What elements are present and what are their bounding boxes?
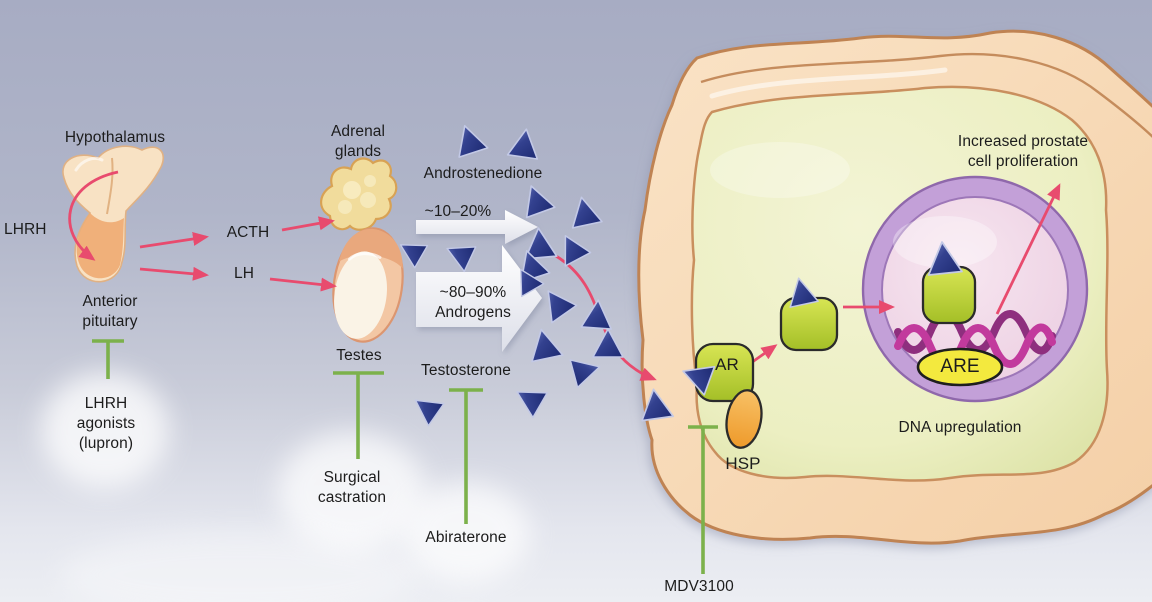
testes-flow-arrow bbox=[416, 245, 542, 352]
are-label: ARE bbox=[940, 356, 980, 377]
androgen-triangle bbox=[927, 241, 963, 276]
androgen-triangle bbox=[789, 277, 819, 308]
androgen-triangle bbox=[682, 365, 716, 396]
androgen-triangle bbox=[399, 244, 429, 269]
androgen-triangle bbox=[414, 399, 445, 427]
proliferation-label: Increased prostate cell proliferation bbox=[957, 133, 1089, 171]
proliferation-arrow bbox=[995, 183, 1061, 315]
androgens-text: Androgens bbox=[435, 304, 511, 322]
lhrh-label: LHRH bbox=[4, 221, 47, 238]
lupron-inhibitor-line bbox=[92, 339, 124, 379]
testes-pct-text: ~80–90% bbox=[439, 284, 507, 301]
androgens-pct-label: ~80–90% Androgens bbox=[421, 283, 525, 323]
hypothalamus-label: Hypothalamus bbox=[64, 129, 166, 146]
androgen-triangle bbox=[547, 290, 578, 324]
testis-organ bbox=[332, 227, 404, 343]
testosterone-label: Testosterone bbox=[421, 362, 511, 379]
androgen-triangle bbox=[516, 391, 548, 419]
adrenal-glands-label: Adrenal glands bbox=[330, 123, 386, 161]
membrane-fold bbox=[700, 53, 1152, 138]
mdv3100-inhibitor-line bbox=[688, 425, 718, 574]
androgen-triangle bbox=[531, 328, 564, 363]
pituitary-lh-arrow bbox=[139, 266, 209, 281]
adrenal-pct-label: ~10–20% bbox=[424, 203, 492, 220]
androgen-triangle bbox=[458, 125, 489, 158]
androgen-triangle bbox=[564, 234, 592, 267]
surgical-castration-label: Surgical castration bbox=[317, 469, 387, 507]
abiraterone-inhibitor-line bbox=[449, 388, 483, 524]
ar-label: AR bbox=[715, 355, 739, 374]
androgen-triangle bbox=[569, 359, 601, 389]
adrenal-gland-organ bbox=[320, 157, 398, 231]
lh-label: LH bbox=[233, 265, 254, 282]
androgen-triangle bbox=[446, 246, 477, 273]
surgical-castration-inhibitor-line bbox=[333, 371, 384, 459]
lh-testes-arrow bbox=[269, 277, 337, 292]
ar-androgen-complex bbox=[779, 296, 839, 352]
inhibitor-lines bbox=[92, 339, 718, 574]
acth-adrenal-arrow bbox=[281, 216, 335, 232]
hsp-protein bbox=[725, 389, 763, 449]
androgen-triangle bbox=[524, 227, 558, 260]
androgen-triangle bbox=[520, 268, 545, 298]
mdv3100-label: MDV3100 bbox=[664, 578, 734, 595]
acth-label: ACTH bbox=[226, 224, 270, 241]
anterior-pituitary-label: Anterior pituitary bbox=[82, 293, 138, 331]
abiraterone-label: Abiraterone bbox=[425, 529, 507, 546]
androgen-triangle bbox=[571, 196, 603, 229]
androstenedione-label: Androstenedione bbox=[423, 165, 543, 182]
androgen-triangle bbox=[592, 328, 624, 358]
pituitary-acth-arrow bbox=[139, 232, 209, 249]
androgen-triangle bbox=[580, 299, 612, 330]
androgen-triangle bbox=[641, 388, 675, 422]
lhrh-agonists-label: LHRH agonists (lupron) bbox=[76, 395, 136, 453]
androgen-triangle bbox=[506, 128, 539, 160]
dna-upregulation-label: DNA upregulation bbox=[898, 419, 1022, 436]
are-element bbox=[916, 347, 1004, 387]
testes-label: Testes bbox=[336, 347, 382, 364]
androgen-triangle bbox=[525, 185, 556, 219]
hsp-label: HSP bbox=[725, 454, 761, 473]
lhrh-curved-arrow bbox=[68, 170, 119, 261]
adrenal-flow-arrow bbox=[416, 210, 538, 244]
label-glow-clouds bbox=[41, 372, 530, 602]
ar-hsp-complex bbox=[694, 342, 763, 449]
pituitary-organ bbox=[62, 145, 165, 283]
flow-arrows bbox=[416, 210, 542, 352]
